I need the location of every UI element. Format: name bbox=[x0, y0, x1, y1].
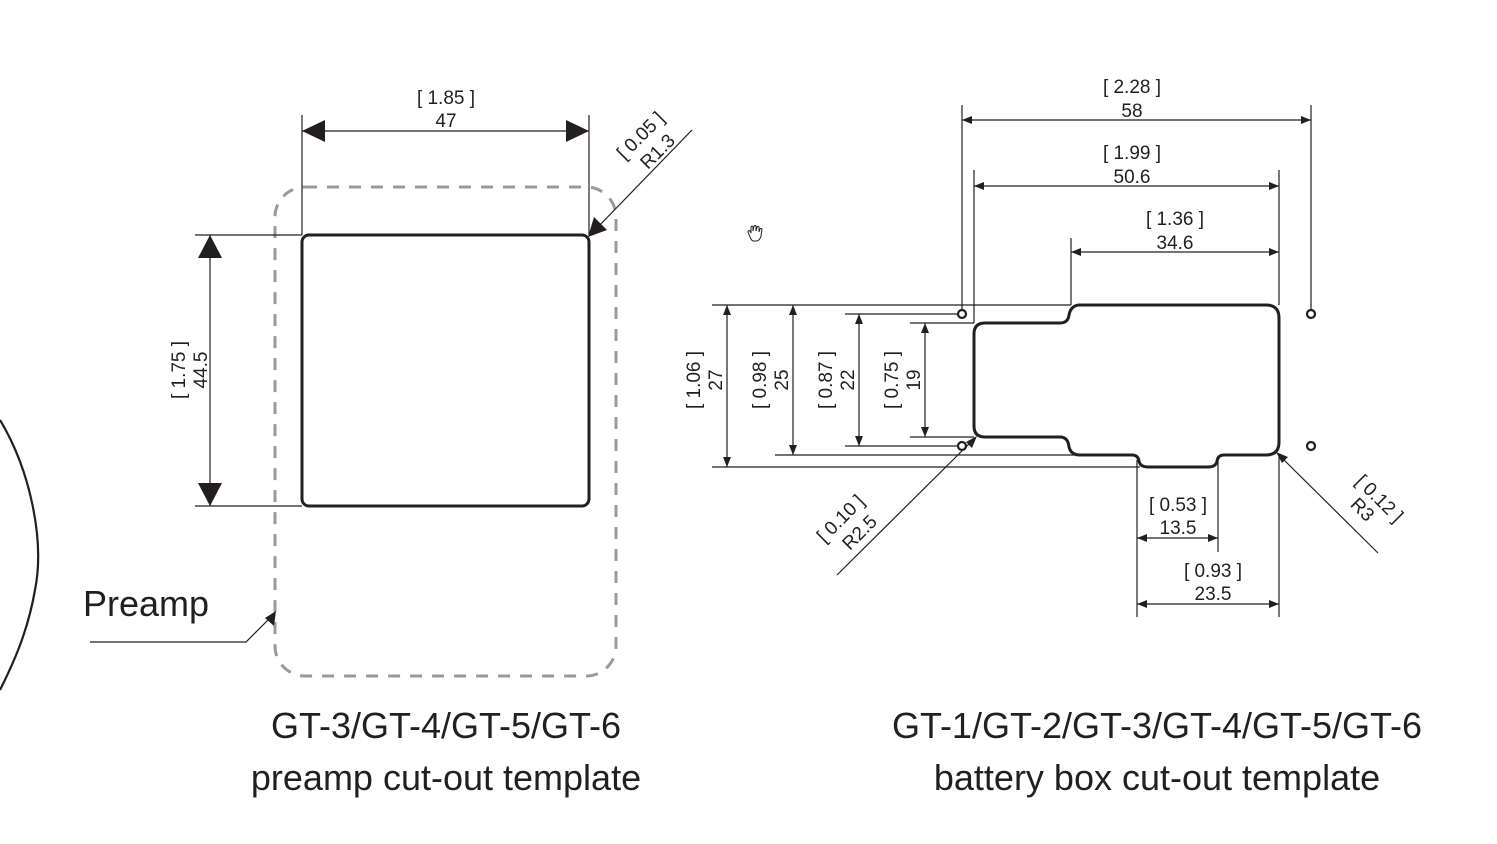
preamp-width-mm: 47 bbox=[435, 111, 456, 132]
arrowhead bbox=[855, 436, 863, 446]
battery-tab-width-inch: [ 0.53 ] bbox=[1149, 495, 1207, 516]
battery-overall-width-inch: [ 2.28 ] bbox=[1103, 77, 1161, 98]
battery-box-cutout bbox=[972, 303, 1281, 469]
battery-large-radius-leader bbox=[1280, 456, 1379, 554]
arrowhead bbox=[723, 457, 731, 467]
battery-height-inch: [ 0.87 ] bbox=[816, 351, 837, 409]
preamp-cutout bbox=[300, 233, 591, 508]
arrowhead bbox=[1276, 452, 1288, 463]
preamp-radius-leader bbox=[594, 129, 693, 231]
arrowhead bbox=[198, 483, 222, 506]
battery-height-mm: 22 bbox=[838, 369, 859, 390]
mounting-hole bbox=[956, 308, 968, 320]
battery-height-mm: 19 bbox=[904, 369, 925, 390]
battery-wide-section-mm: 34.6 bbox=[1157, 233, 1194, 254]
preamp-dashed-outline bbox=[273, 185, 618, 678]
battery-caption-models: GT-1/GT-2/GT-3/GT-4/GT-5/GT-6 bbox=[892, 705, 1422, 746]
battery-body-width-inch: [ 1.99 ] bbox=[1103, 143, 1161, 164]
battery-tab-offset-mm: 23.5 bbox=[1195, 584, 1232, 605]
battery-height-mm: 25 bbox=[772, 369, 793, 390]
battery-small-radius-leader bbox=[836, 440, 973, 576]
arrowhead bbox=[1137, 534, 1147, 542]
preamp-template: [ 1.85 ] 47 [ 1.75 ] 44.5 [ 0.05 ] R1.3 … bbox=[83, 88, 693, 798]
battery-caption-title: battery box cut-out template bbox=[934, 757, 1380, 798]
mounting-hole bbox=[1305, 308, 1317, 320]
arrowhead bbox=[921, 427, 929, 437]
preamp-height-mm: 44.5 bbox=[191, 352, 212, 389]
guitar-body-outline bbox=[0, 419, 40, 691]
arrowhead bbox=[1269, 248, 1279, 256]
battery-height-mm: 27 bbox=[706, 369, 727, 390]
arrowhead bbox=[1269, 182, 1279, 190]
arrowhead bbox=[966, 436, 977, 448]
battery-wide-section-inch: [ 1.36 ] bbox=[1146, 209, 1204, 230]
arrowhead bbox=[265, 611, 276, 626]
preamp-callout-leader bbox=[90, 617, 271, 643]
preamp-width-inch: [ 1.85 ] bbox=[417, 88, 475, 109]
battery-height-inch: [ 0.75 ] bbox=[882, 351, 903, 409]
battery-tab-width-mm: 13.5 bbox=[1160, 518, 1197, 539]
arrowhead bbox=[789, 305, 797, 315]
battery-overall-width-mm: 58 bbox=[1121, 101, 1142, 122]
preamp-caption-title: preamp cut-out template bbox=[251, 757, 641, 798]
arrowhead bbox=[1208, 534, 1218, 542]
battery-height-inch: [ 1.06 ] bbox=[684, 351, 705, 409]
preamp-caption-models: GT-3/GT-4/GT-5/GT-6 bbox=[271, 705, 621, 746]
battery-body-width-mm: 50.6 bbox=[1114, 167, 1151, 188]
arrowhead bbox=[1137, 600, 1147, 608]
arrowhead bbox=[1301, 116, 1311, 124]
arrowhead bbox=[974, 182, 984, 190]
arrowhead bbox=[1269, 600, 1279, 608]
preamp-callout-label: Preamp bbox=[83, 583, 209, 624]
preamp-height-inch: [ 1.75 ] bbox=[169, 341, 190, 399]
mounting-hole bbox=[1305, 440, 1317, 452]
arrowhead bbox=[588, 217, 607, 237]
arrowhead bbox=[566, 120, 589, 142]
arrowhead bbox=[962, 116, 972, 124]
arrowhead bbox=[198, 235, 222, 258]
battery-height-inch: [ 0.98 ] bbox=[750, 351, 771, 409]
arrowhead bbox=[921, 323, 929, 333]
battery-tab-offset-inch: [ 0.93 ] bbox=[1184, 561, 1242, 582]
arrowhead bbox=[723, 305, 731, 315]
hand-cursor-icon bbox=[747, 225, 763, 242]
arrowhead bbox=[855, 314, 863, 324]
battery-box-template: [ 2.28 ] 58 [ 1.99 ] 50.6 [ 1.36 ] 34.6 … bbox=[684, 77, 1422, 798]
arrowhead bbox=[302, 120, 325, 142]
arrowhead bbox=[1071, 248, 1081, 256]
arrowhead bbox=[789, 445, 797, 455]
